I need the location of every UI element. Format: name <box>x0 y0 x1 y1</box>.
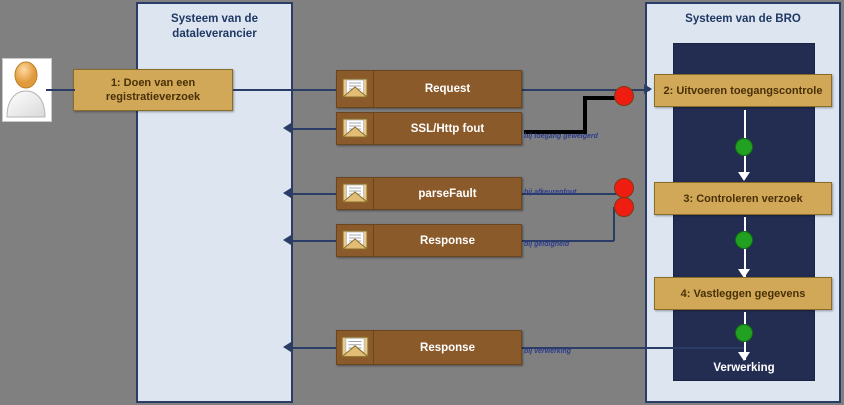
arrow-into-activity-2 <box>644 84 652 94</box>
connector-response1-riser <box>613 207 615 241</box>
activity-3-label: 3: Controleren verzoek <box>683 192 803 205</box>
message-request-label: Request <box>424 83 471 95</box>
fault-connector-vertical <box>583 96 587 134</box>
red-dot-geldigheid <box>614 197 634 217</box>
message-request[interactable]: Request <box>336 70 522 108</box>
connector-activity3-to-parsefault <box>522 193 620 195</box>
activity-4-vastleggen-gegevens[interactable]: 4: Vastleggen gegevens <box>654 277 832 310</box>
arrow-parsefault-into-supplier <box>283 188 291 198</box>
activity-3-controleren-verzoek[interactable]: 3: Controleren verzoek <box>654 182 832 215</box>
actor-person-icon <box>2 58 52 122</box>
connector-response1-right <box>522 240 614 242</box>
flow-arrow-2-to-3 <box>738 172 750 181</box>
annotation-toegang-geweigerd: bij toegang geweigerd <box>524 133 598 140</box>
annotation-afkeurenfout: bij afkeurenfout <box>524 189 577 196</box>
envelope-icon <box>337 71 374 107</box>
message-parsefault[interactable]: parseFault <box>336 177 522 210</box>
annotation-verwerking: bij verwerking <box>524 348 572 355</box>
swimlane-dataleverancier: Systeem van de dataleverancier <box>136 2 293 403</box>
bro-processing-label: Verwerking <box>713 362 775 374</box>
envelope-icon <box>337 331 374 364</box>
connector-actor-to-activity-1 <box>46 89 75 91</box>
red-dot-afkeuren <box>614 178 634 198</box>
annotation-geldigheid: bij geldigheid <box>524 241 570 248</box>
connector-request-to-activity2 <box>522 89 650 91</box>
connector-activity1-to-request <box>233 89 338 91</box>
message-ssl-http-fout-label: SSL/Http fout <box>410 122 485 135</box>
green-dot-after-step-2 <box>735 138 753 156</box>
flow-arrow-4-to-end <box>738 352 750 361</box>
message-ssl-http-fout[interactable]: SSL/Http fout <box>336 112 522 145</box>
fault-connector-horizontal <box>583 96 624 100</box>
message-parsefault-label: parseFault <box>418 187 477 200</box>
envelope-icon <box>337 113 374 144</box>
activity-2-uitvoeren-toegangscontrole[interactable]: 2: Uitvoeren toegangscontrole <box>654 74 832 107</box>
green-dot-after-step-3 <box>735 231 753 249</box>
envelope-icon <box>337 178 374 209</box>
connector-parsefault-to-supplier <box>290 193 338 195</box>
activity-1-doen-registratieverzoek[interactable]: 1: Doen van een registratieverzoek <box>73 69 233 111</box>
arrow-ssl-into-supplier <box>283 123 291 133</box>
connector-response1-to-supplier <box>290 240 338 242</box>
connector-response2-to-supplier <box>290 347 338 349</box>
activity-2-label: 2: Uitvoeren toegangscontrole <box>663 84 823 97</box>
arrow-response1-into-supplier <box>283 235 291 245</box>
message-response-verwerking[interactable]: Response <box>336 330 522 365</box>
connector-ssl-to-supplier <box>290 128 338 130</box>
message-response-verwerking-label: Response <box>420 341 475 354</box>
activity-4-label: 4: Vastleggen gegevens <box>680 287 806 300</box>
swimlane-dataleverancier-title: Systeem van de dataleverancier <box>171 13 258 40</box>
activity-1-label: 1: Doen van een registratieverzoek <box>105 77 201 103</box>
swimlane-bro-title: Systeem van de BRO <box>685 13 801 25</box>
connector-verwerking-to-response2 <box>522 347 744 349</box>
red-dot-toegang-geweigerd <box>614 86 634 106</box>
message-response-geldigheid[interactable]: Response <box>336 224 522 257</box>
green-dot-after-step-4 <box>735 324 753 342</box>
flow-arrow-3-to-4 <box>738 269 750 278</box>
envelope-icon <box>337 225 374 256</box>
arrow-response2-into-supplier <box>283 342 291 352</box>
fault-connector-to-ssl <box>524 130 585 134</box>
message-response-geldigheid-label: Response <box>420 234 475 247</box>
